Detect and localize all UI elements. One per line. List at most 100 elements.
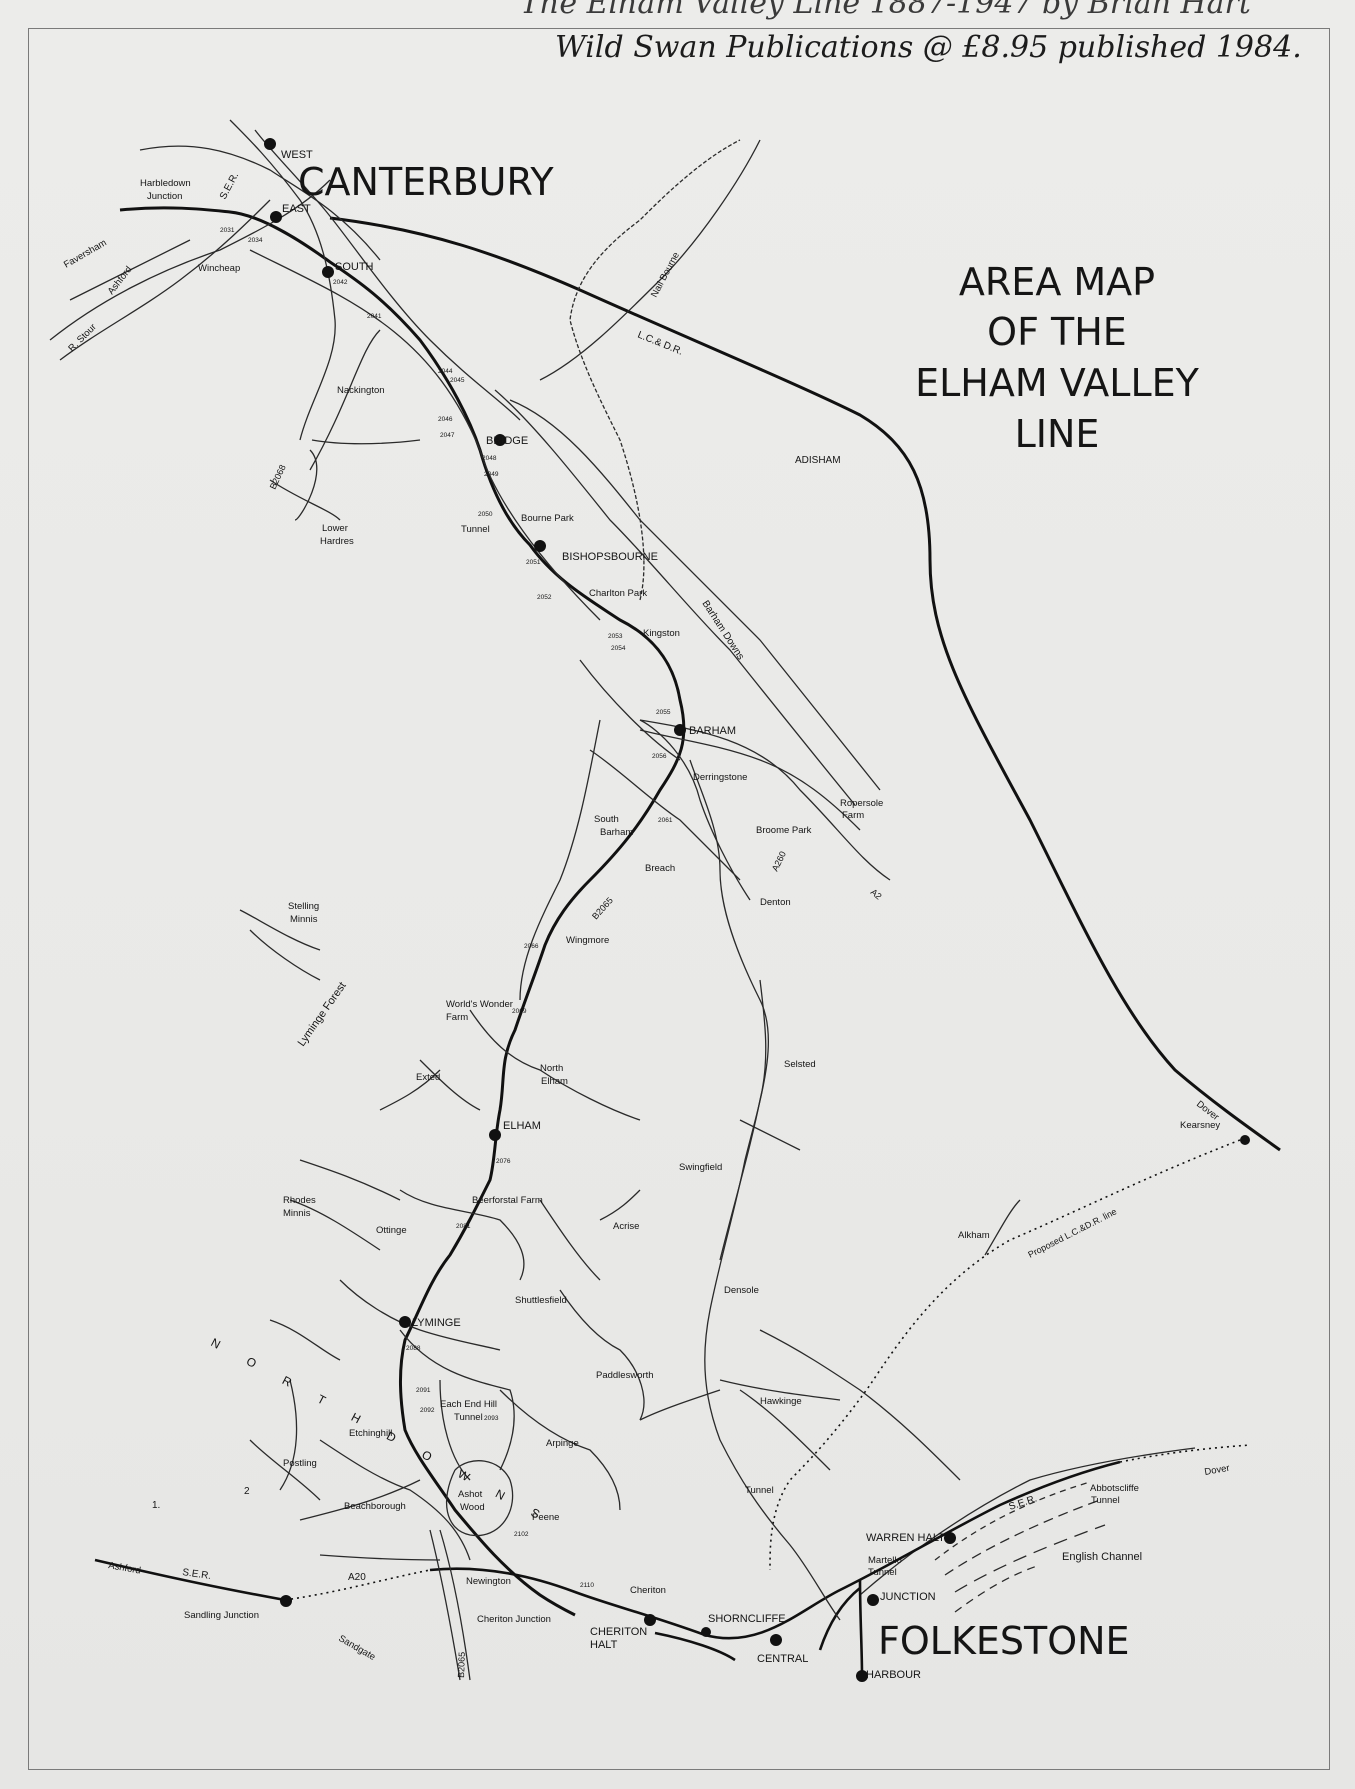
- place-each-end-hill-1: Each End Hill: [440, 1399, 497, 1410]
- place-ashot-wood-1: Ashot: [458, 1489, 483, 1500]
- station-adisham: ADISHAM: [795, 455, 841, 466]
- station-bishopsbourne: BISHOPSBOURNE: [562, 551, 658, 563]
- place-wincheap: Wincheap: [198, 263, 240, 274]
- place-beachborough: Beachborough: [344, 1501, 406, 1512]
- place-harbledown-1: Harbledown: [140, 178, 191, 189]
- place-beerforstal: Beerforstal Farm: [472, 1195, 543, 1206]
- place-nackington: Nackington: [337, 385, 385, 396]
- place-labels: Harbledown Junction Wincheap Nackington …: [140, 178, 1220, 1625]
- station-barham: BARHAM: [689, 725, 736, 737]
- place-shuttlesfield: Shuttlesfield: [515, 1295, 567, 1306]
- ashot-wood-outline: [445, 1460, 514, 1537]
- place-north-elham-2: Elham: [541, 1076, 568, 1087]
- bridge-number: 2051: [526, 559, 541, 566]
- place-cheriton: Cheriton: [630, 1585, 666, 1596]
- station-lyminge: LYMINGE: [412, 1317, 461, 1329]
- bridge-number: 2047: [440, 432, 455, 439]
- map-frame: [28, 28, 1330, 1770]
- station-cheriton-halt-1: CHERITON: [590, 1626, 647, 1638]
- nail-bourne-river: [569, 139, 741, 601]
- bridge-number: 2069: [512, 1008, 527, 1015]
- bridge-number: 2061: [658, 817, 673, 824]
- feature-river-stour: R. Stour: [66, 322, 98, 354]
- place-each-end-hill-2: Tunnel: [454, 1412, 483, 1423]
- label-proposed-line: Proposed L.C.&D.R. line: [1026, 1206, 1118, 1259]
- station-markers: [264, 138, 1250, 1682]
- place-kingston: Kingston: [643, 628, 680, 639]
- bridge-number: 2045: [450, 377, 465, 384]
- bridge-number: 2049: [484, 471, 499, 478]
- station-junction: JUNCTION: [880, 1591, 936, 1603]
- title-line-1: AREA MAP: [959, 260, 1155, 304]
- place-south-barham-2: Barham: [600, 827, 633, 838]
- town-folkestone: FOLKESTONE: [878, 1619, 1130, 1663]
- place-rhodes-2: Minnis: [283, 1208, 311, 1219]
- place-worlds-wonder-2: Farm: [446, 1012, 468, 1023]
- place-acrise: Acrise: [613, 1221, 639, 1232]
- bridge-number: 2076: [496, 1158, 511, 1165]
- title-line-4: LINE: [1015, 412, 1100, 456]
- place-english-channel: English Channel: [1062, 1551, 1142, 1563]
- bridge-number: 2046: [438, 416, 453, 423]
- handwritten-note-title: The Elham Valley Line 1887-1947 by Brian…: [520, 0, 1251, 21]
- place-hawkinge: Hawkinge: [760, 1396, 802, 1407]
- bridge-number: 2055: [656, 709, 671, 716]
- feature-barham-downs: Barham Downs: [699, 599, 745, 662]
- feature-north-downs: N O R T H D O W N S: [209, 1335, 555, 1528]
- bridge-number: 2102: [514, 1531, 529, 1538]
- elham-valley-line: [119, 206, 686, 1617]
- title-line-3: ELHAM VALLEY: [915, 361, 1200, 405]
- bridge-number: 2034: [248, 237, 263, 244]
- place-denton: Denton: [760, 897, 791, 908]
- handwritten-note-publisher: Wild Swan Publications @ £8.95 published…: [555, 30, 1302, 65]
- place-stelling-2: Minnis: [290, 914, 318, 925]
- label-ser-canterbury: S.E.R.: [218, 171, 241, 202]
- place-tunnel-bishopsbourne: Tunnel: [461, 524, 490, 535]
- place-harbledown-2: Junction: [147, 191, 182, 202]
- place-broome-park: Broome Park: [756, 825, 812, 836]
- place-postling: Postling: [283, 1458, 317, 1469]
- bridge-number: 2053: [608, 633, 623, 640]
- bridge-number: 2052: [537, 594, 552, 601]
- place-ropersole-2: Farm: [842, 810, 864, 821]
- station-shorncliffe: SHORNCLIFFE: [708, 1613, 786, 1625]
- margin-mark-1: 1.: [152, 1500, 160, 1511]
- station-warren-halt: WARREN HALT: [866, 1532, 945, 1544]
- bridge-numbers: 2031 2034 2041 2042 2044 2045 2046 2047 …: [220, 227, 673, 1589]
- label-ser-ashford: S.E.R.: [182, 1567, 212, 1582]
- place-north-elham-1: North: [540, 1063, 563, 1074]
- place-martello-2: Tunnel: [868, 1567, 897, 1578]
- station-harbour: HARBOUR: [866, 1669, 921, 1681]
- road-b2065-north: B2065: [590, 895, 615, 921]
- place-ropersole-1: Ropersole: [840, 798, 883, 809]
- bridge-number: 2093: [484, 1415, 499, 1422]
- road-b2065-south: B2065: [456, 1652, 467, 1678]
- road-b2068: B2068: [268, 463, 288, 491]
- place-alkham: Alkham: [958, 1230, 990, 1241]
- place-etchinghill: Etchinghill: [349, 1428, 392, 1439]
- direction-ashford-south: Ashford: [107, 1560, 141, 1577]
- town-canterbury: CANTERBURY: [298, 160, 554, 204]
- bridge-number: 2091: [416, 1387, 431, 1394]
- lcdr-line: [329, 216, 1281, 1571]
- direction-dover-south: Dover: [1204, 1463, 1231, 1478]
- bridge-number: 2092: [420, 1407, 435, 1414]
- station-central: CENTRAL: [757, 1653, 808, 1665]
- place-worlds-wonder-1: World's Wonder: [446, 999, 513, 1010]
- place-stelling-1: Stelling: [288, 901, 319, 912]
- road-a20: A20: [348, 1572, 366, 1583]
- place-newington: Newington: [466, 1576, 511, 1587]
- ser-main-line: [94, 1444, 1251, 1676]
- place-south-barham-1: South: [594, 814, 619, 825]
- place-abbotscliffe-1: Abbotscliffe: [1090, 1483, 1139, 1494]
- river-stour: [59, 199, 271, 361]
- station-bridge: BRIDGE: [486, 435, 528, 447]
- place-densole: Densole: [724, 1285, 759, 1296]
- bridge-number: 2041: [367, 313, 382, 320]
- place-tunnel-hawkinge: Tunnel: [745, 1485, 774, 1496]
- place-swingfield: Swingfield: [679, 1162, 722, 1173]
- bridge-number: 2088: [406, 1345, 421, 1352]
- map-title: AREA MAP OF THE ELHAM VALLEY LINE: [915, 260, 1200, 456]
- place-ottinge: Ottinge: [376, 1225, 407, 1236]
